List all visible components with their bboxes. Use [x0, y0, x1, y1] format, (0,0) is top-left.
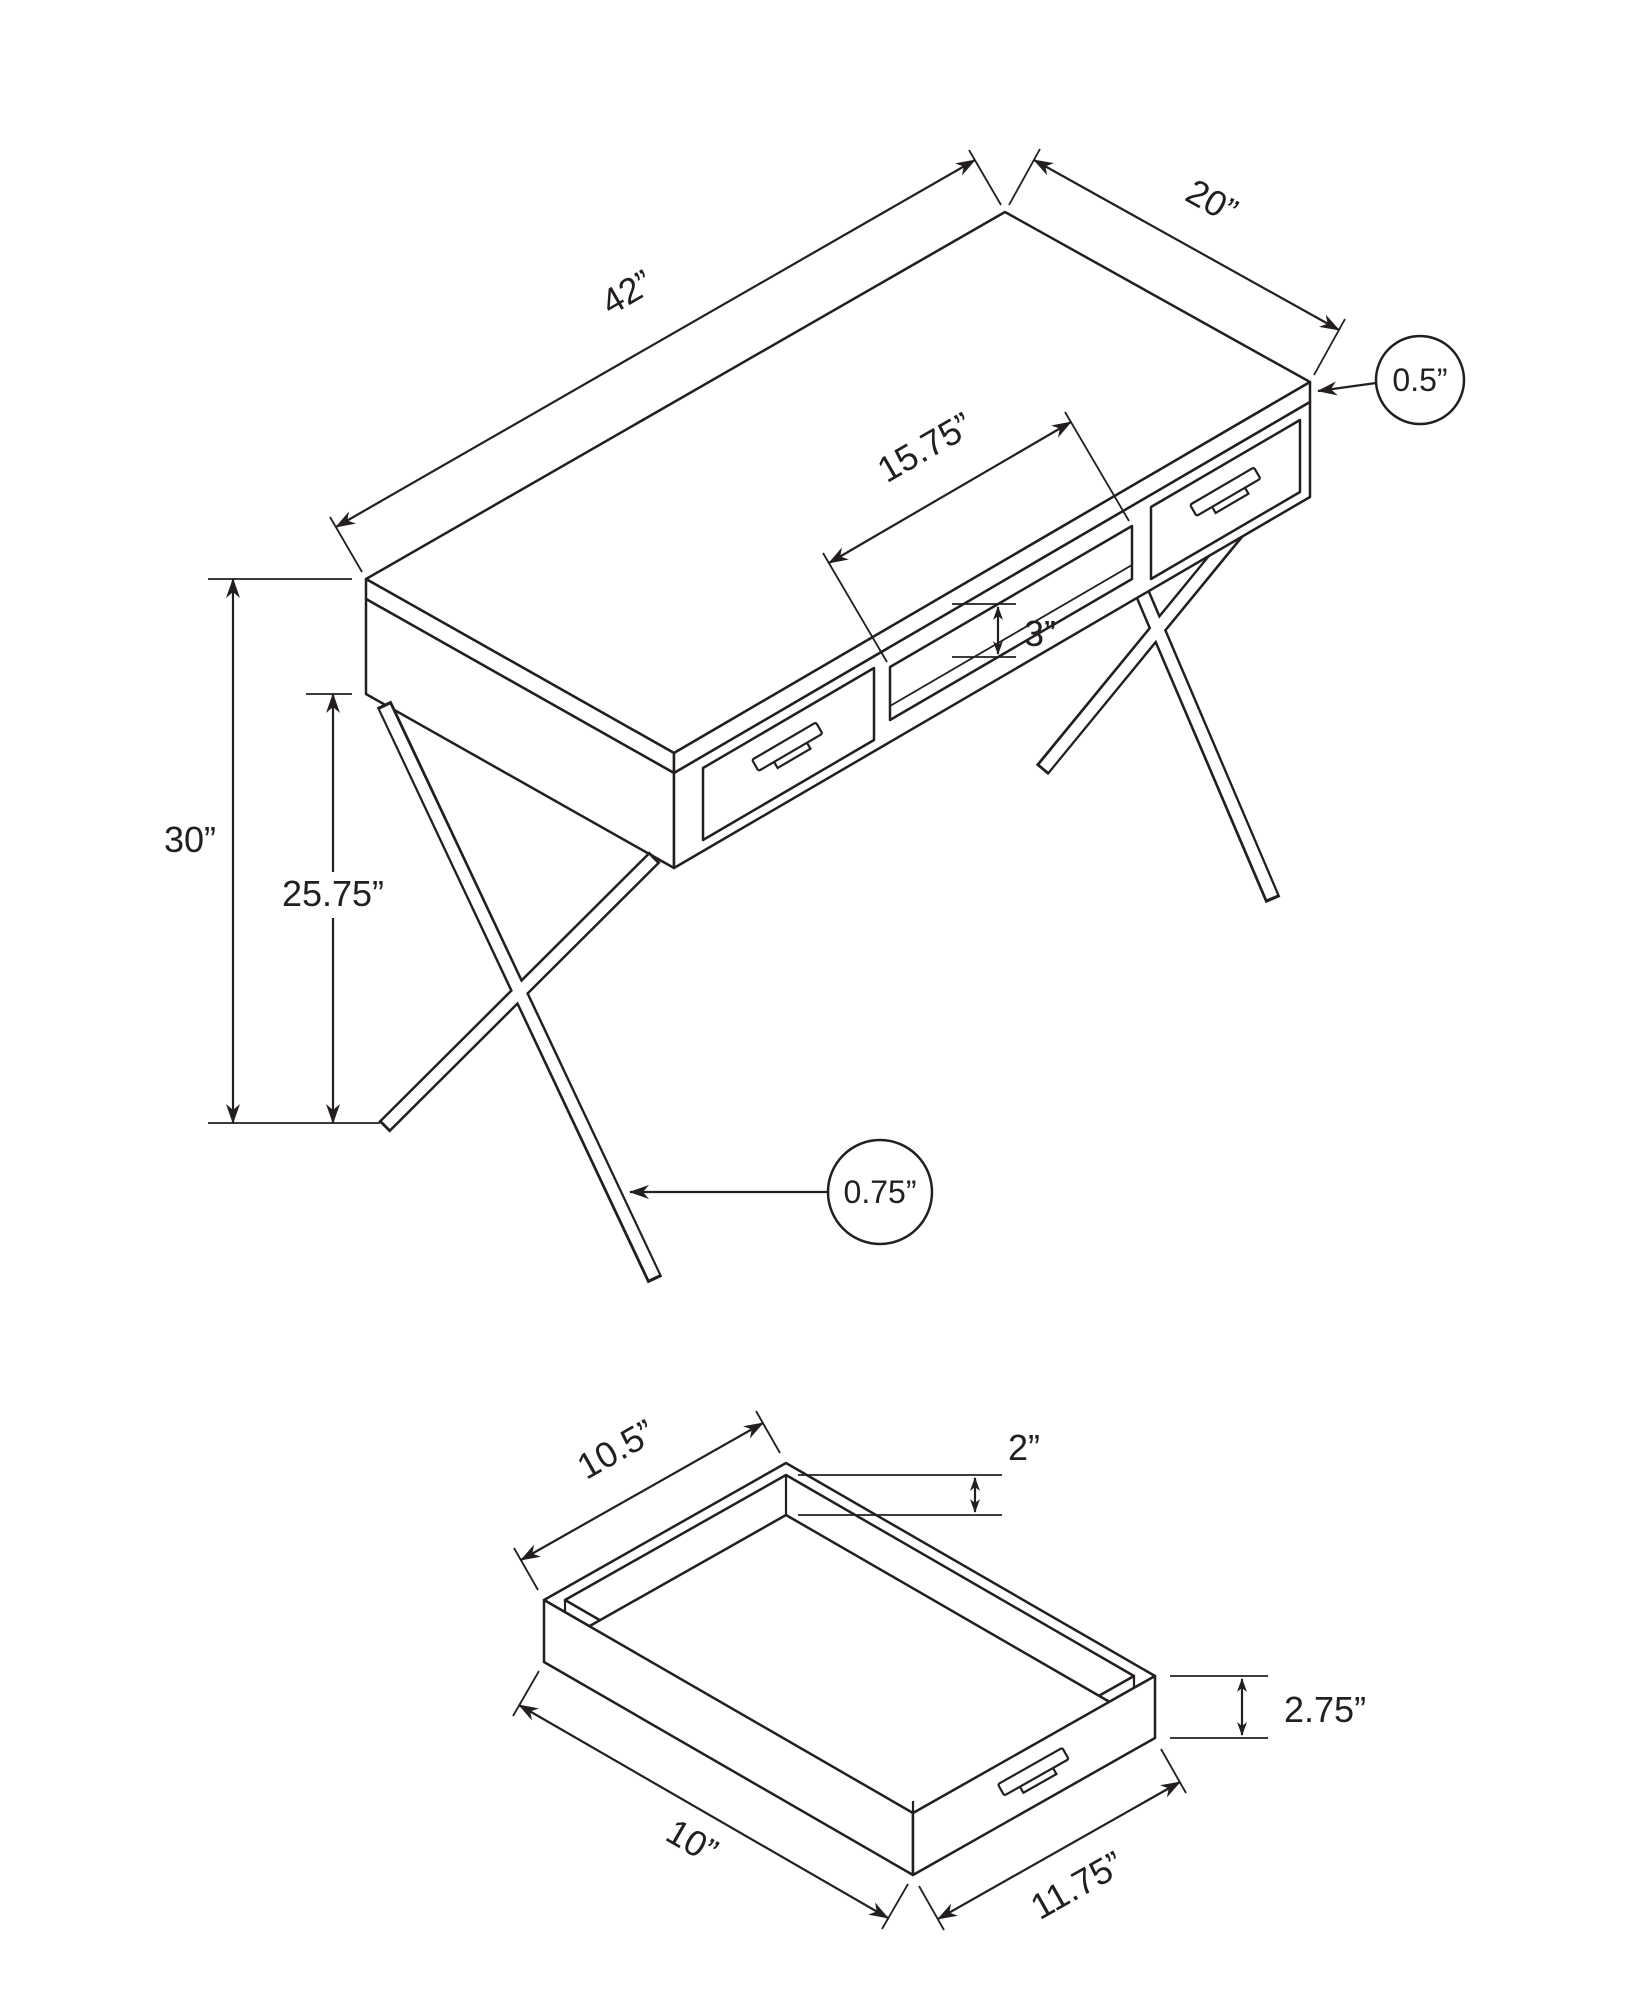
- dim-label-drawer-inner-depth: 2”: [1008, 1427, 1040, 1468]
- extension-line: [755, 1410, 781, 1454]
- dim-label-compartment-height: 3”: [1024, 613, 1056, 654]
- drawer-handle-left: [751, 722, 823, 772]
- thickness-callout-circle: [1374, 334, 1466, 426]
- left-leg-back-fill: [382, 855, 657, 1129]
- dim-top-thickness-callout: 0.5”: [1317, 334, 1466, 426]
- extension-line: [822, 552, 888, 663]
- dimension-arrow: [937, 1781, 1181, 1920]
- extension-line: [918, 1885, 945, 1931]
- leader-arrow: [1317, 381, 1377, 396]
- extension-line: [329, 516, 363, 573]
- dimension-arrow: [520, 1422, 764, 1561]
- desk-isometric-view: 42” 20” 0.5” 15.75” 3”: [164, 148, 1466, 1284]
- dim-label-drawer-side-depth: 10”: [659, 1810, 725, 1872]
- dim-drawer-front-height: 2.75”: [1170, 1675, 1366, 1739]
- dim-label-leg-diameter: 0.75”: [844, 1174, 917, 1210]
- dim-compartment-height: 3”: [952, 603, 1056, 658]
- dim-clearance-height: 25.75”: [261, 693, 405, 1124]
- extension-line: [881, 1883, 909, 1930]
- dim-label-drawer-front-width: 11.75”: [1023, 1843, 1130, 1928]
- dim-leg-diameter-callout: 0.75”: [629, 1138, 934, 1246]
- leg-callout-circle: [826, 1138, 934, 1246]
- dim-label-drawer-inner-width: 10.5”: [570, 1411, 662, 1487]
- drawer-detail-view: 10.5” 2” 2.75” 10” 11.75”: [512, 1410, 1366, 1931]
- dim-label-top-depth: 20”: [1179, 171, 1244, 232]
- dim-drawer-inner-depth: 2”: [798, 1427, 1040, 1516]
- dim-label-overall-height: 30”: [164, 819, 216, 860]
- dim-label-drawer-front-height: 2.75”: [1284, 1689, 1366, 1730]
- dim-label-top-thickness: 0.5”: [1392, 362, 1447, 398]
- handle-bar: [751, 722, 823, 772]
- dimension-arrow: [518, 1704, 889, 1919]
- dim-label-clearance-height: 25.75”: [282, 873, 384, 914]
- extension-line: [1064, 411, 1130, 522]
- label-mask: [261, 872, 405, 918]
- drawer-handle-right: [1189, 467, 1261, 517]
- compartment-shelf-edge: [889, 564, 1133, 707]
- dimension-arrow: [335, 159, 976, 528]
- extension-line: [1313, 318, 1346, 376]
- dim-overall-height: 30”: [164, 578, 380, 1124]
- dimension-arrow: [1033, 159, 1340, 331]
- extension-line: [1160, 1748, 1187, 1794]
- dim-label-top-width: 42”: [594, 261, 660, 323]
- dimension-arrow: [828, 421, 1072, 564]
- leg-x-left: [376, 700, 663, 1284]
- extension-line: [513, 1547, 539, 1591]
- extension-line: [1008, 148, 1041, 206]
- handle-bar: [1189, 467, 1261, 517]
- extension-line: [512, 1670, 540, 1717]
- extension-line: [968, 149, 1002, 206]
